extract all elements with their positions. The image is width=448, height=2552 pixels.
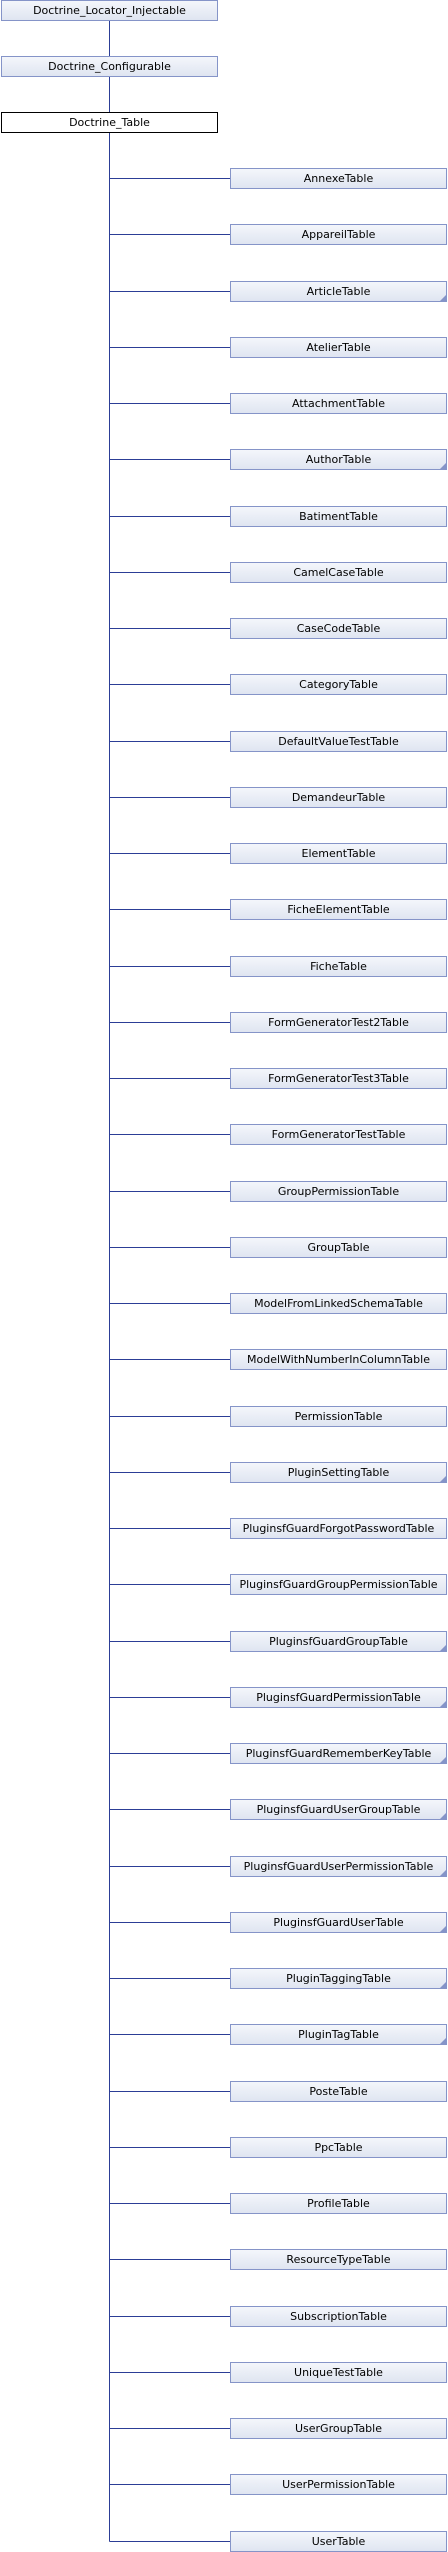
- subclass-box[interactable]: FicheElementTable: [230, 899, 447, 920]
- subclass-box[interactable]: ArticleTable: [230, 281, 447, 302]
- subclass-box[interactable]: ModelFromLinkedSchemaTable: [230, 1293, 447, 1314]
- subclass-box[interactable]: UserTable: [230, 2531, 447, 2552]
- subclass-box[interactable]: FicheTable: [230, 956, 447, 977]
- subclass-box[interactable]: ElementTable: [230, 843, 447, 864]
- subclass-box[interactable]: UserGroupTable: [230, 2418, 447, 2439]
- class-box-doctrine-configurable[interactable]: Doctrine_Configurable: [1, 56, 218, 77]
- subclass-box[interactable]: ResourceTypeTable: [230, 2249, 447, 2270]
- subclass-box[interactable]: SubscriptionTable: [230, 2306, 447, 2327]
- subclass-box[interactable]: DemandeurTable: [230, 787, 447, 808]
- subclass-box[interactable]: CamelCaseTable: [230, 562, 447, 583]
- subclass-box[interactable]: UniqueTestTable: [230, 2362, 447, 2383]
- subclass-box[interactable]: GroupTable: [230, 1237, 447, 1258]
- subclass-box[interactable]: FormGeneratorTestTable: [230, 1124, 447, 1145]
- subclass-box[interactable]: PluginSettingTable: [230, 1462, 447, 1483]
- subclass-box[interactable]: PpcTable: [230, 2137, 447, 2158]
- subclass-box[interactable]: CaseCodeTable: [230, 618, 447, 639]
- subclass-box[interactable]: PluginsfGuardUserTable: [230, 1912, 447, 1933]
- subclass-box[interactable]: BatimentTable: [230, 506, 447, 527]
- subclass-box[interactable]: ModelWithNumberInColumnTable: [230, 1349, 447, 1370]
- subclass-box[interactable]: PermissionTable: [230, 1406, 447, 1427]
- subclass-box[interactable]: DefaultValueTestTable: [230, 731, 447, 752]
- subclass-box[interactable]: FormGeneratorTest3Table: [230, 1068, 447, 1089]
- subclass-box[interactable]: PosteTable: [230, 2081, 447, 2102]
- subclass-box[interactable]: CategoryTable: [230, 674, 447, 695]
- subclass-box[interactable]: UserPermissionTable: [230, 2474, 447, 2495]
- subclass-box[interactable]: AtelierTable: [230, 337, 447, 358]
- edge-group: [109, 21, 230, 2542]
- subclass-box[interactable]: PluginsfGuardUserPermissionTable: [230, 1856, 447, 1877]
- subclass-box[interactable]: PluginTaggingTable: [230, 1968, 447, 1989]
- class-box-doctrine-locator-injectable[interactable]: Doctrine_Locator_Injectable: [1, 0, 218, 21]
- subclass-box[interactable]: PluginsfGuardForgotPasswordTable: [230, 1518, 447, 1539]
- subclass-box[interactable]: GroupPermissionTable: [230, 1181, 447, 1202]
- subclass-box[interactable]: ProfileTable: [230, 2193, 447, 2214]
- subclass-box[interactable]: AuthorTable: [230, 449, 447, 470]
- subclass-box[interactable]: PluginsfGuardRememberKeyTable: [230, 1743, 447, 1764]
- subclass-box[interactable]: AttachmentTable: [230, 393, 447, 414]
- subclass-box[interactable]: PluginsfGuardUserGroupTable: [230, 1799, 447, 1820]
- subclass-box[interactable]: PluginTagTable: [230, 2024, 447, 2045]
- subclass-box[interactable]: PluginsfGuardGroupTable: [230, 1631, 447, 1652]
- subclass-box[interactable]: PluginsfGuardGroupPermissionTable: [230, 1574, 447, 1595]
- class-box-doctrine-table: Doctrine_Table: [1, 112, 218, 133]
- subclass-box[interactable]: AnnexeTable: [230, 168, 447, 189]
- subclass-box[interactable]: FormGeneratorTest2Table: [230, 1012, 447, 1033]
- subclass-box[interactable]: AppareilTable: [230, 224, 447, 245]
- subclass-box[interactable]: PluginsfGuardPermissionTable: [230, 1687, 447, 1708]
